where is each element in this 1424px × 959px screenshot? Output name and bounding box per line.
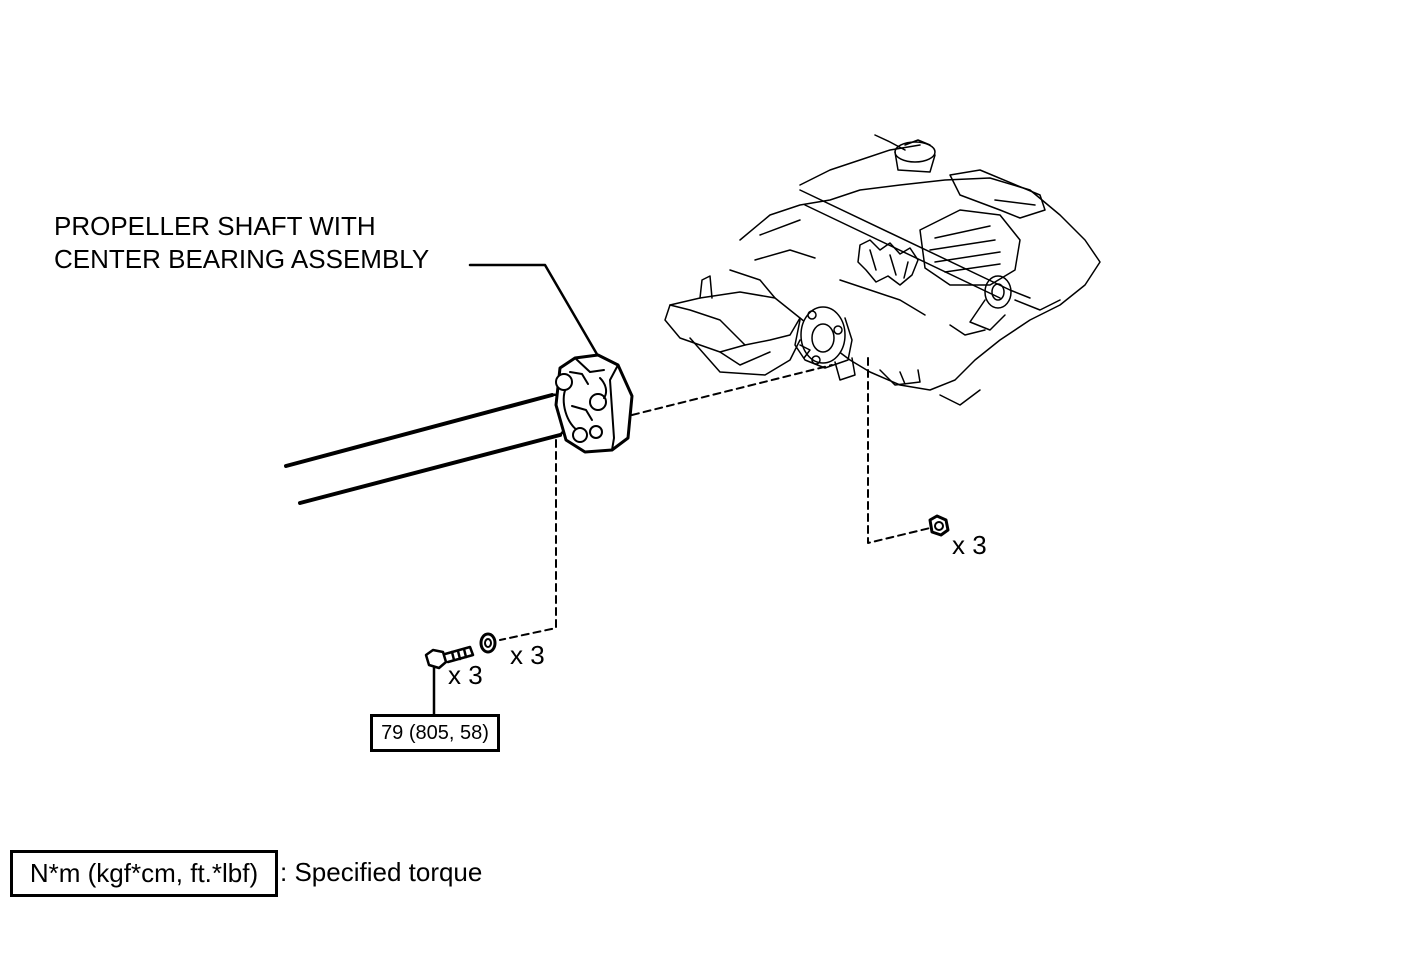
washer-icon <box>479 632 497 654</box>
part-label: PROPELLER SHAFT WITH CENTER BEARING ASSE… <box>54 210 429 276</box>
nut-quantity: x 3 <box>952 530 987 560</box>
bolt-icon <box>424 645 475 716</box>
propeller-shaft-icon <box>284 393 570 505</box>
legend-torque-text: : Specified torque <box>280 857 483 887</box>
part-label-line2: CENTER BEARING ASSEMBLY <box>54 244 430 274</box>
part-label-line1: PROPELLER SHAFT WITH <box>54 211 376 241</box>
differential-assembly-icon <box>664 134 1101 406</box>
guide-lines <box>499 357 931 641</box>
legend-torque-box: N*m (kgf*cm, ft.*lbf) <box>10 850 278 897</box>
bolt-quantity: x 3 <box>448 660 483 690</box>
bolt-torque-value: 79 (805, 58) <box>370 714 500 752</box>
washer-quantity: x 3 <box>510 640 545 670</box>
flange-icon <box>554 353 634 454</box>
nut-icon <box>928 514 950 537</box>
leader-line <box>468 263 600 358</box>
